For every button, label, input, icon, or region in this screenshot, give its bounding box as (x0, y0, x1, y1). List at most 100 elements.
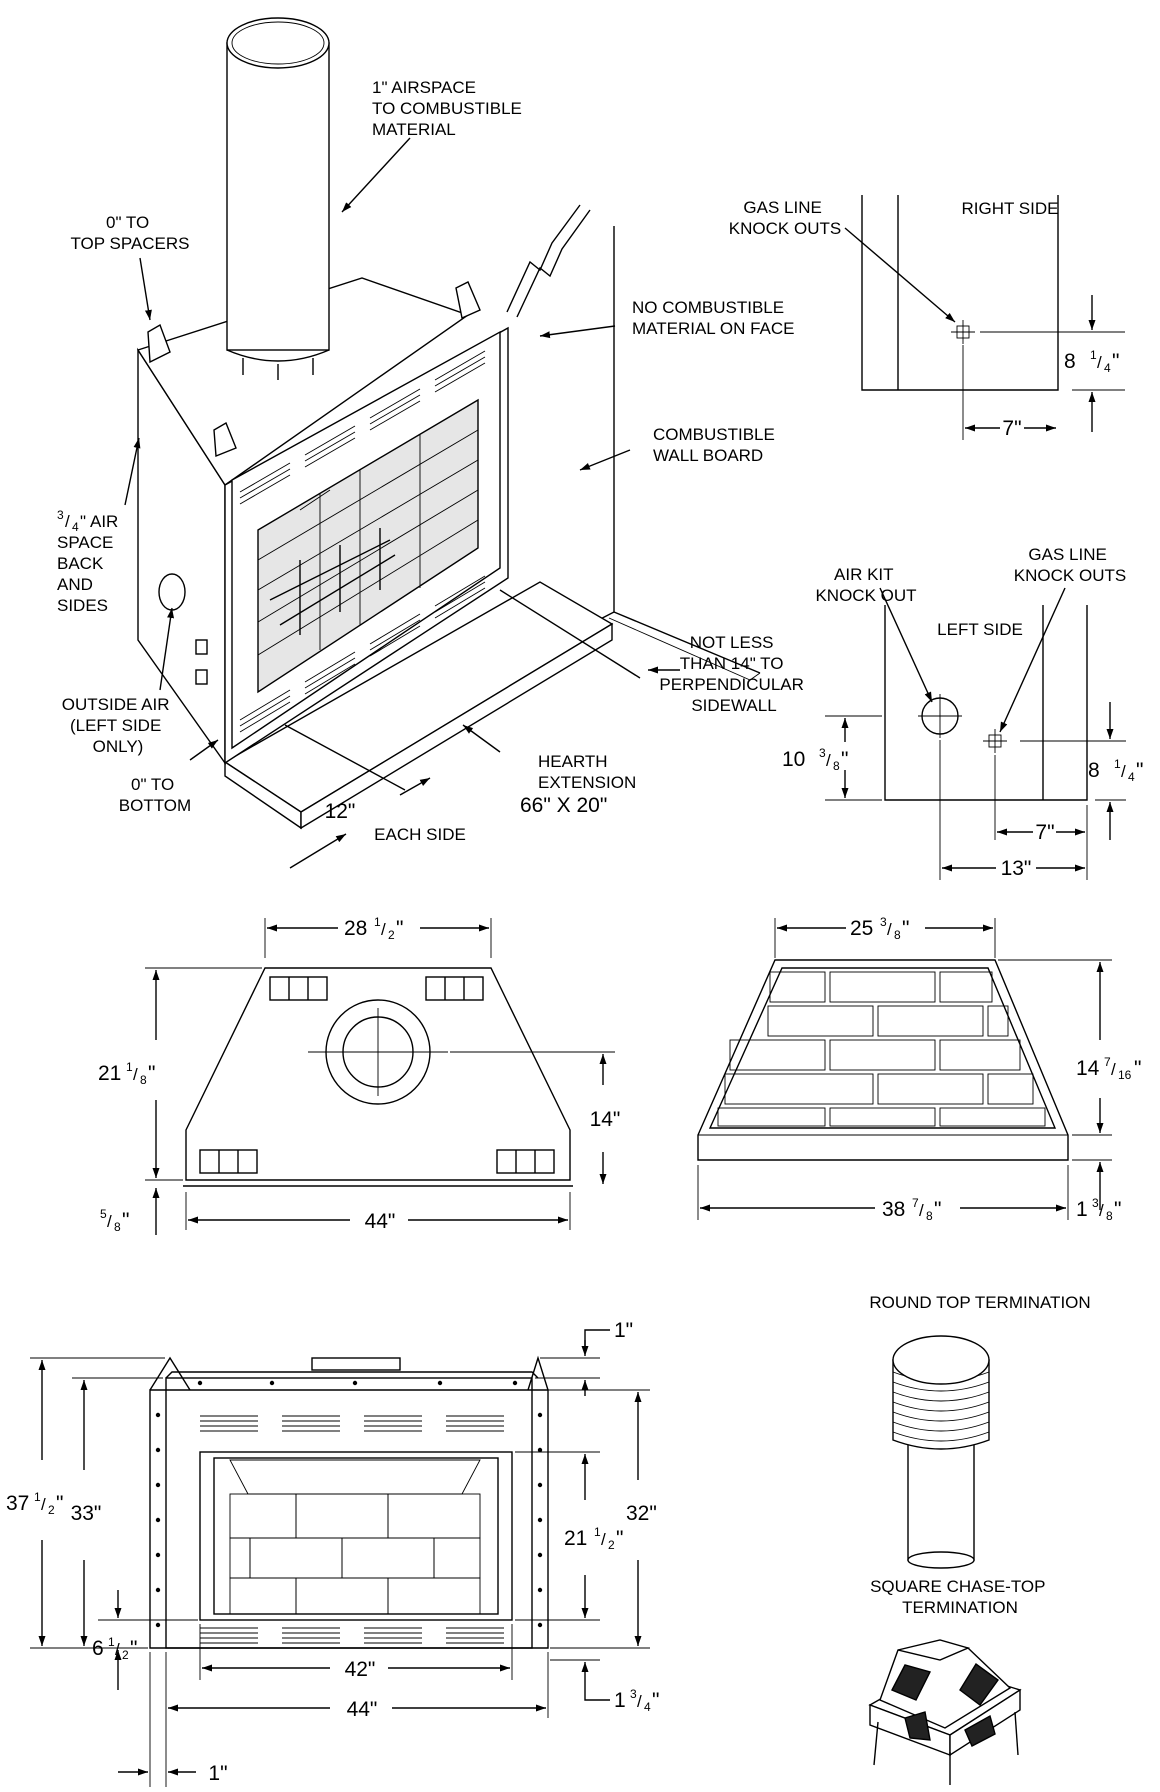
front-overall-height-dim: 37 1 / 2 " (6, 1490, 63, 1517)
svg-text:1: 1 (126, 1060, 133, 1074)
svg-text:": " (130, 1637, 137, 1660)
svg-text:8: 8 (140, 1073, 147, 1087)
front-opening-bottom-dim: 6 1 / 2 " (92, 1635, 137, 1662)
svg-text:6: 6 (92, 1637, 104, 1660)
fireplace-body (136, 277, 509, 766)
svg-text:3: 3 (1092, 1196, 1099, 1210)
svg-text:HEARTH: HEARTH (538, 752, 608, 771)
hearth-extension (223, 581, 614, 830)
svg-text:16: 16 (1118, 1068, 1132, 1082)
svg-text:7: 7 (912, 1196, 919, 1210)
front-view: 37 1 / 2 " 33" 6 1 / 2 " 1" 32" 21 1 / 2… (6, 1319, 659, 1787)
svg-text:": " (1136, 759, 1143, 782)
svg-text:AIR: AIR (90, 512, 118, 531)
svg-text:/: / (381, 920, 386, 939)
chimney-pipe (226, 17, 330, 380)
firebox-base-dim: 1 3 / 8 " (1076, 1196, 1121, 1223)
svg-text:/: / (41, 1495, 46, 1514)
square-termination-label: SQUARE CHASE-TOP TERMINATION (870, 1577, 1050, 1617)
svg-text:/: / (65, 512, 70, 531)
label-air-space: 3 / 4 " AIR SPACE BACK AND SIDES (57, 508, 118, 615)
svg-text:1: 1 (1114, 757, 1121, 771)
firebox-depth-dim: 14 7 / 16 " (1076, 1055, 1141, 1082)
svg-text:/: / (133, 1065, 138, 1084)
svg-text:28: 28 (344, 917, 367, 940)
perspective-leaders (124, 137, 680, 869)
air-kit-height-dim: 10 3 / 8 " (782, 746, 848, 773)
svg-text:66" X 20": 66" X 20" (520, 794, 607, 817)
label-hearth: HEARTH EXTENSION 66" X 20" (520, 752, 636, 817)
svg-text:2: 2 (48, 1503, 55, 1517)
right-offset-dim: 7" (1002, 417, 1021, 440)
svg-text:/: / (601, 1530, 606, 1549)
svg-text:21: 21 (564, 1527, 587, 1550)
svg-text:2: 2 (608, 1538, 615, 1552)
front-bottom-offset-dim: 1 3 / 4 " (614, 1687, 659, 1714)
right-height-dim: 8 1 / 4 " (1064, 348, 1119, 375)
svg-text:": " (652, 1689, 659, 1712)
label-12-inch: 12" (325, 800, 356, 823)
label-each-side: EACH SIDE (374, 825, 466, 844)
label-top-spacers: 0" TO TOP SPACERS (70, 213, 189, 253)
svg-text:10: 10 (782, 748, 805, 771)
right-side-view: RIGHT SIDE GAS LINE KNOCK OUTS 8 1 / 4 "… (729, 195, 1125, 440)
svg-text:1: 1 (108, 1635, 115, 1649)
left-gas-knockouts-label: GAS LINE KNOCK OUTS (1014, 545, 1126, 585)
svg-text:/: / (1111, 1060, 1116, 1079)
svg-text:8: 8 (894, 928, 901, 942)
left-side-view: LEFT SIDE AIR KIT KNOCK OUT GAS LINE KNO… (782, 545, 1143, 880)
svg-text:14: 14 (1076, 1057, 1100, 1080)
svg-text:21: 21 (98, 1062, 121, 1085)
svg-text:/: / (1097, 353, 1102, 372)
outside-air-hole (158, 573, 186, 611)
square-chase-top-termination (868, 1639, 1022, 1785)
front-side-offset-dim: 1" (208, 1762, 227, 1785)
firebox-back-width-dim: 25 3 / 8 " (850, 915, 909, 942)
label-bottom: 0" TO BOTTOM (119, 775, 191, 815)
svg-text:3: 3 (880, 915, 887, 929)
svg-text:4: 4 (644, 1700, 651, 1714)
left-air-offset-dim: 13" (1001, 857, 1032, 880)
gas-knockout-right (951, 320, 975, 344)
top-back-width-dim: 28 1 / 2 " (344, 915, 403, 942)
svg-text:": " (934, 1198, 941, 1221)
svg-text:2: 2 (388, 928, 395, 942)
label-no-combustible: NO COMBUSTIBLE MATERIAL ON FACE (632, 298, 794, 338)
front-louver-height-dim: 32" (626, 1502, 657, 1525)
svg-text:/: / (637, 1692, 642, 1711)
label-wall-board: COMBUSTIBLE WALL BOARD (653, 425, 780, 465)
svg-text:/: / (887, 920, 892, 939)
gas-pipe (506, 204, 591, 318)
svg-text:": " (148, 1062, 155, 1085)
svg-text:": " (1114, 1198, 1121, 1221)
left-side-title: LEFT SIDE (937, 620, 1023, 639)
round-top-termination (892, 1335, 990, 1569)
top-depth-dim: 21 1 / 8 " (98, 1060, 155, 1087)
svg-text:": " (56, 1492, 63, 1515)
svg-text:": " (1112, 350, 1119, 373)
svg-text:5: 5 (100, 1207, 107, 1221)
svg-text:1: 1 (374, 915, 381, 929)
firebox-front-width-dim: 38 7 / 8 " (882, 1196, 941, 1223)
svg-text:8: 8 (114, 1220, 121, 1234)
svg-text:SPACE BACK: SPACE BACK AND SIDES (57, 533, 118, 615)
firebox-plan-view: 25 3 / 8 " 14 7 / 16 " 38 7 / 8 " 1 3 / … (697, 915, 1141, 1223)
svg-text:": " (396, 917, 403, 940)
top-flue-center-dim: 14" (590, 1108, 621, 1131)
svg-text:37: 37 (6, 1492, 29, 1515)
svg-text:4: 4 (1104, 361, 1111, 375)
svg-text:2: 2 (122, 1648, 129, 1662)
svg-text:1: 1 (1076, 1198, 1088, 1221)
svg-text:/: / (1099, 1201, 1104, 1220)
svg-text:7: 7 (1104, 1055, 1111, 1069)
svg-text:3: 3 (57, 508, 64, 522)
svg-text:": " (122, 1209, 129, 1232)
perspective-view: 1" AIRSPACE TO COMBUSTIBLE MATERIAL 0" T… (57, 17, 804, 869)
top-lip-dim: 5 / 8 " (100, 1207, 129, 1234)
svg-text:4: 4 (1128, 770, 1135, 784)
svg-text:8: 8 (926, 1209, 933, 1223)
svg-text:8: 8 (1088, 759, 1100, 782)
svg-text:/: / (919, 1201, 924, 1220)
front-face-height-dim: 33" (71, 1502, 102, 1525)
